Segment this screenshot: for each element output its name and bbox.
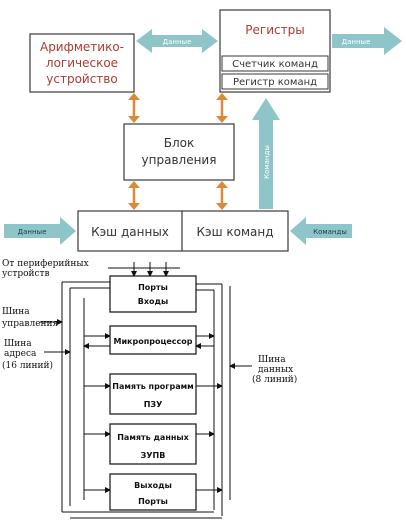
data-input-arrow: Данные [4, 217, 76, 245]
alu-label-line2: логическое [46, 56, 118, 70]
address-bus-label-line1: Шина [4, 339, 32, 349]
peripheral-label-line2: устройств [2, 269, 50, 279]
program-memory-box: Память программ ПЗУ [109, 373, 197, 415]
data-input-label: Данные [18, 228, 47, 236]
instruction-register-label: Регистр команд [233, 77, 317, 88]
data-memory-line2: ЗУПВ [141, 451, 166, 460]
control-bus-label-line2: управления [2, 319, 59, 329]
input-ports-line1: Порты [138, 283, 168, 292]
microprocessor-box: Микропроцессор [109, 325, 197, 355]
control-unit-box: Блок управления [123, 123, 235, 181]
alu-registers-arrow: Данные [136, 29, 218, 53]
registers-output-label: Данные [342, 38, 371, 46]
alu-label-line3: устройство [46, 72, 117, 86]
output-ports-line1: Выходы [134, 481, 172, 490]
input-ports-box: Порты Входы [109, 275, 197, 313]
output-ports-line2: Порты [138, 497, 168, 506]
data-bus-label-line1: Шина [258, 355, 286, 365]
commands-input-label: Команды [313, 228, 347, 236]
alu-registers-arrow-label: Данные [163, 38, 192, 46]
control-unit-line2: управления [142, 153, 217, 167]
registers-label: Регистры [245, 23, 304, 37]
control-bus-label-line1: Шина [2, 307, 30, 317]
commands-up-label: Команды [263, 145, 271, 179]
orange-arrows [128, 93, 228, 210]
bus-lines [40, 262, 252, 519]
peripheral-label-line1: От периферийных [2, 259, 89, 269]
program-counter-label: Счетчик команд [232, 59, 318, 70]
data-bus-label-line3: (8 линий) [252, 374, 297, 385]
data-memory-box: Память данных ЗУПВ [109, 423, 197, 465]
address-bus-label-line2: адреса [4, 349, 37, 359]
output-ports-box: Выходы Порты [109, 473, 197, 511]
cache-box: Кэш данных Кэш команд [77, 210, 289, 252]
registers-box: Регистры Счетчик команд Регистр команд [219, 9, 331, 93]
data-memory-line1: Память данных [117, 433, 189, 442]
address-bus-label-line3: (16 линий) [2, 360, 53, 371]
control-unit-line1: Блок [164, 136, 195, 150]
registers-output-arrow: Данные [332, 27, 402, 55]
microprocessor-label: Микропроцессор [113, 337, 192, 346]
commands-input-arrow: Команды [290, 217, 352, 245]
instruction-cache-label: Кэш команд [196, 225, 273, 239]
input-ports-line2: Входы [138, 297, 168, 306]
data-cache-label: Кэш данных [91, 225, 169, 239]
program-memory-line1: Память программ [112, 382, 193, 391]
alu-label-line1: Арифметико- [40, 40, 124, 54]
commands-up-arrow: Команды [252, 98, 280, 209]
alu-box: Арифметико- логическое устройство [29, 33, 135, 93]
data-bus-label-line2: данных [258, 365, 293, 375]
program-memory-line2: ПЗУ [144, 400, 163, 409]
